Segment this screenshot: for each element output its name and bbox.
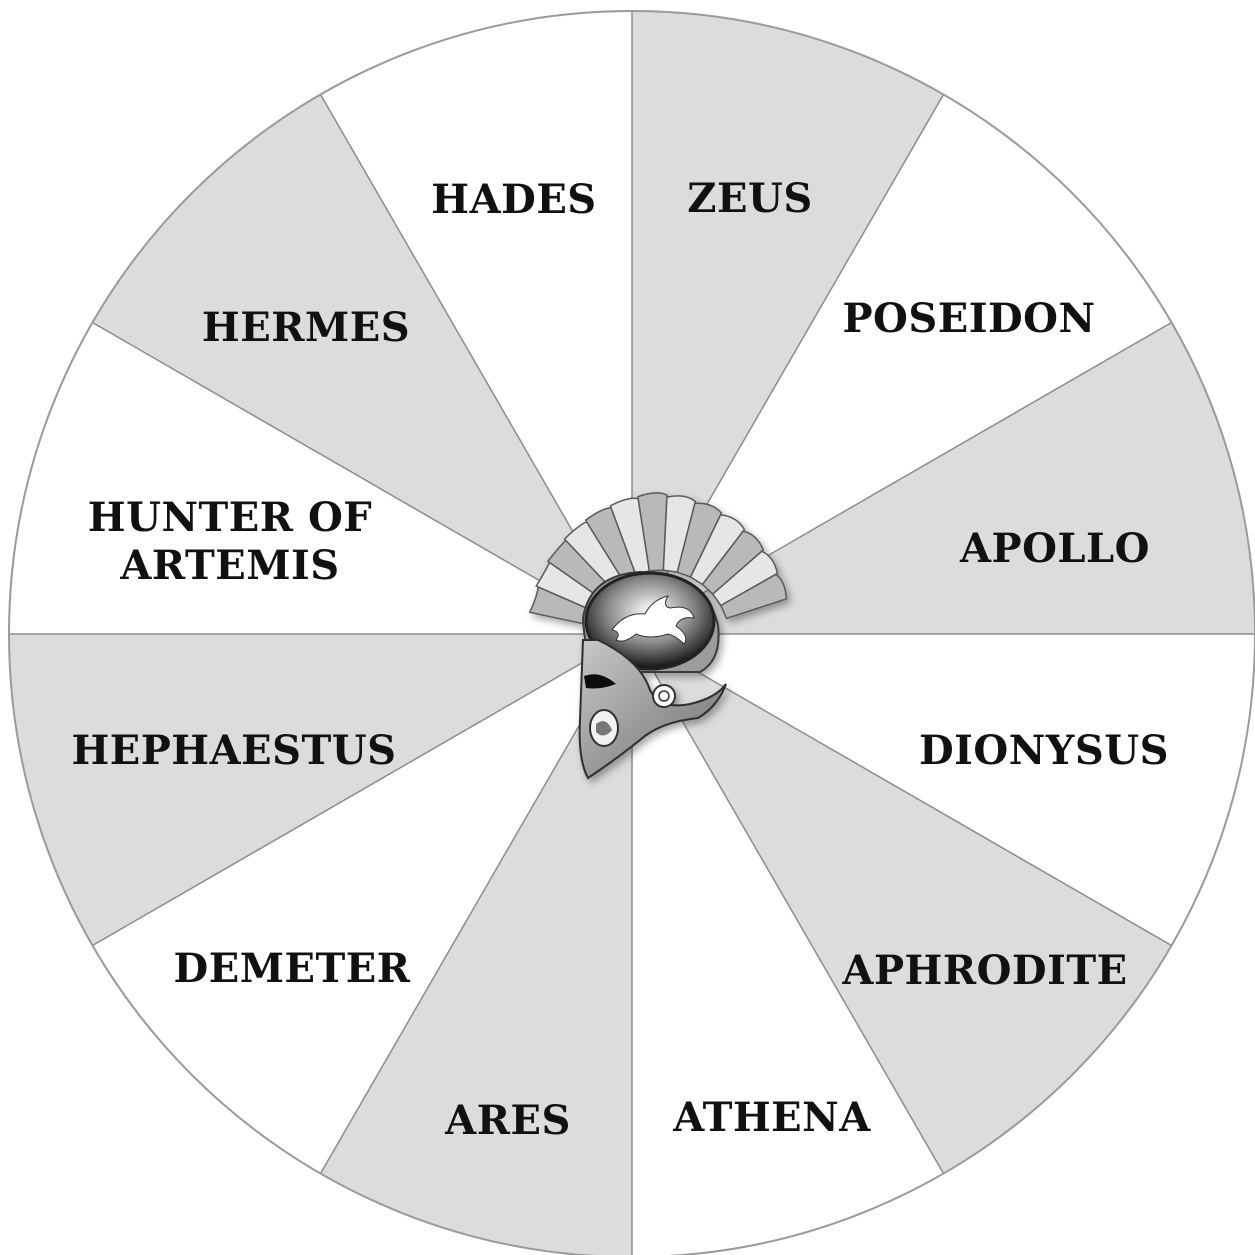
label-poseidon: POSEIDON bbox=[842, 295, 1095, 342]
label-zeus: ZEUS bbox=[687, 175, 812, 222]
label-demeter: DEMETER bbox=[174, 945, 411, 992]
label-dionysus: DIONYSUS bbox=[919, 727, 1169, 774]
label-aphrodite: APHRODITE bbox=[841, 947, 1127, 994]
label-apollo: APOLLO bbox=[959, 525, 1150, 572]
label-hermes: HERMES bbox=[202, 304, 410, 351]
label-hades: HADES bbox=[431, 176, 596, 223]
label-athena: ATHENA bbox=[672, 1094, 871, 1141]
label-ares: ARES bbox=[444, 1097, 571, 1144]
label-hephaestus: HEPHAESTUS bbox=[71, 727, 396, 774]
